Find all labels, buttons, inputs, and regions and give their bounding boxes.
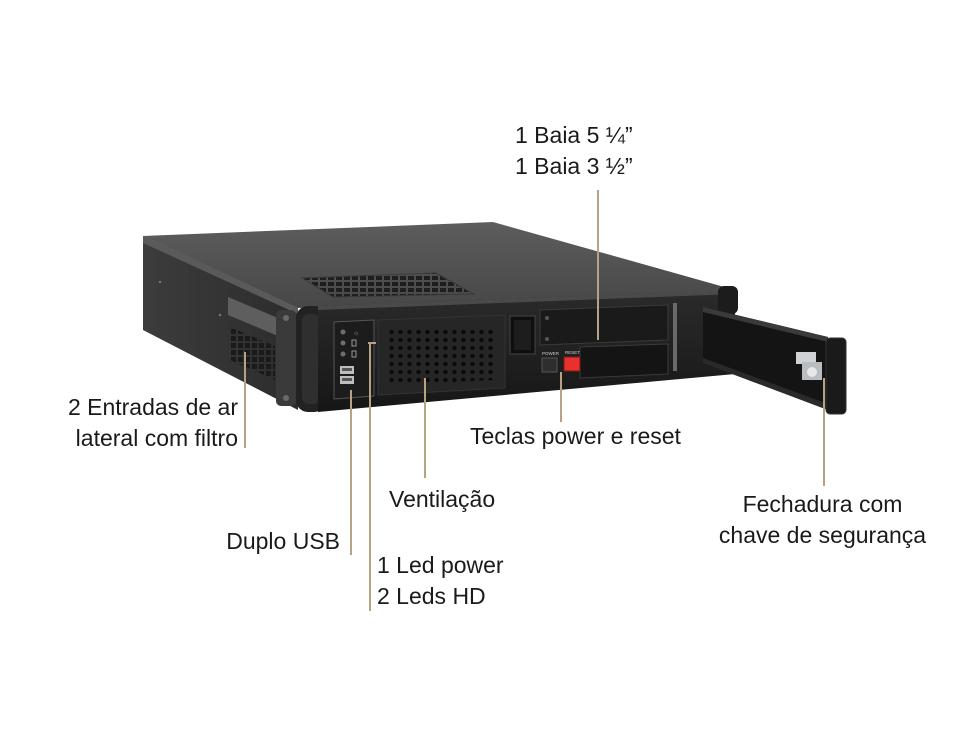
power-led	[340, 329, 346, 335]
callout-leds: 1 Led power 2 Leds HD	[377, 550, 504, 612]
callout-bays-line1: 1 Baia 5 ¼”	[515, 122, 633, 148]
callout-side-air-line2: lateral com filtro	[75, 425, 238, 451]
front-panel: ☼ POWER RESET	[318, 290, 735, 412]
callout-ventilation: Ventilação	[389, 484, 495, 515]
leader-line-lock	[823, 378, 825, 486]
leader-line-side-air	[244, 352, 246, 448]
bay-5-25	[539, 304, 669, 346]
callout-side-air-line1: 2 Entradas de ar	[67, 394, 238, 420]
reset-button[interactable]	[563, 356, 581, 372]
callout-side-air: 2 Entradas de ar lateral com filtro	[30, 392, 238, 454]
side-air-slot	[228, 297, 278, 336]
callout-lock: Fechadura com chave de segurança	[690, 489, 955, 551]
callout-lock-line1: Fechadura com	[742, 491, 903, 517]
security-lock	[796, 352, 822, 380]
leader-line-buttons	[560, 372, 562, 422]
callout-usb: Duplo USB	[190, 526, 340, 557]
hd-icon-1	[351, 339, 357, 347]
leader-line-bays	[597, 190, 599, 340]
bay-3-5	[579, 343, 669, 379]
ventilation-holes	[388, 326, 495, 385]
leader-line-leds	[369, 343, 371, 611]
side-panel	[143, 236, 298, 410]
callout-usb-text: Duplo USB	[226, 528, 340, 554]
leader-line-leds-tick	[368, 342, 376, 344]
callout-bays: 1 Baia 5 ¼” 1 Baia 3 ½”	[515, 120, 633, 182]
power-button[interactable]	[541, 357, 558, 373]
callout-buttons: Teclas power e reset	[470, 421, 681, 452]
leader-line-usb	[350, 390, 352, 555]
callout-lock-line2: chave de segurança	[718, 522, 927, 548]
callout-ventilation-text: Ventilação	[389, 486, 496, 512]
callout-bays-line2: 1 Baia 3 ½”	[515, 153, 633, 179]
front-door-open	[703, 307, 847, 415]
leader-line-ventilation	[424, 378, 426, 478]
power-led-icon: ☼	[353, 330, 359, 337]
top-vent-grille	[302, 273, 474, 297]
hd-led-1	[340, 340, 346, 346]
hd-led-2	[340, 351, 346, 357]
right-rack-handle	[718, 286, 738, 314]
side-air-filter-grille	[230, 327, 275, 380]
hd-icon-2	[351, 350, 357, 358]
power-button-label: POWER	[542, 351, 560, 356]
callout-leds-line1: 1 Led power	[377, 552, 504, 578]
callout-leds-line2: 2 Leds HD	[377, 583, 486, 609]
callout-buttons-text: Teclas power e reset	[470, 423, 681, 449]
reset-button-label: RESET	[565, 350, 580, 355]
top-cover	[143, 222, 735, 308]
